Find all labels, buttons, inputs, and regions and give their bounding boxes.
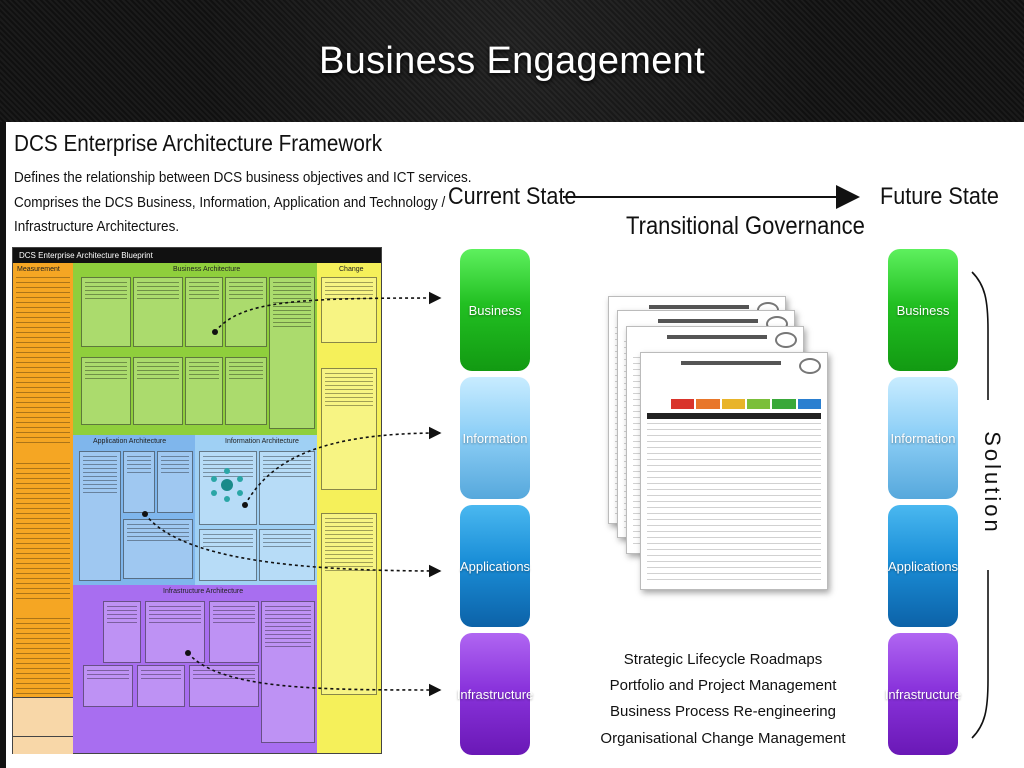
governance-document-4 — [640, 352, 828, 590]
future-infrastructure-box: Infrastructure — [885, 633, 961, 755]
governance-item-4: Organisational Change Management — [600, 730, 846, 747]
current-business-box: Business — [460, 249, 530, 371]
infrastructure-architecture-zone: Infrastructure Architecture — [73, 585, 317, 753]
blueprint-header: DCS Enterprise Architecture Blueprint — [13, 248, 381, 263]
application-architecture-label: Application Architecture — [93, 438, 167, 445]
architecture-blueprint: DCS Enterprise Architecture Blueprint Me… — [12, 247, 382, 754]
solution-label: Solution — [979, 431, 1005, 535]
information-architecture-label: Information Architecture — [225, 438, 299, 445]
governance-item-1: Strategic Lifecycle Roadmaps — [623, 651, 823, 668]
future-business-box: Business — [888, 249, 958, 371]
title-bar — [0, 0, 1024, 122]
current-state-label: Current State — [448, 183, 577, 210]
business-architecture-zone: Business Architecture — [73, 263, 317, 435]
application-architecture-zone: Application Architecture — [73, 435, 195, 585]
change-label: Change — [339, 266, 364, 273]
data-hub-icon — [211, 468, 243, 502]
future-information-box: Information — [888, 377, 958, 499]
business-architecture-label: Business Architecture — [173, 266, 241, 273]
framework-heading: DCS Enterprise Architecture Framework — [14, 130, 383, 156]
future-applications-box: Applications — [888, 505, 958, 627]
current-information-box: Information — [460, 377, 530, 499]
infrastructure-architecture-label: Infrastructure Architecture — [163, 588, 244, 595]
transitional-governance-label: Transitional Governance — [626, 212, 865, 240]
current-infrastructure-box: Infrastructure — [457, 633, 533, 755]
measurement-label: Measurement — [17, 266, 60, 273]
measurement-zone: Measurement — [13, 263, 73, 736]
change-zone: Change — [317, 263, 381, 753]
governance-item-2: Portfolio and Project Management — [609, 677, 837, 694]
framework-description-line-3: Infrastructure Architectures. — [14, 218, 180, 235]
information-architecture-zone: Information Architecture — [195, 435, 317, 585]
blueprint-title: DCS Enterprise Architecture Blueprint — [19, 251, 153, 260]
current-applications-box: Applications — [460, 505, 530, 627]
slide-title: Business Engagement — [319, 40, 705, 82]
framework-description-line-2: Comprises the DCS Business, Information,… — [14, 194, 446, 211]
framework-description-line-1: Defines the relationship between DCS bus… — [14, 169, 472, 186]
future-state-label: Future State — [880, 183, 999, 210]
roadmap-phase-bar — [671, 399, 821, 409]
governance-item-3: Business Process Re-engineering — [610, 703, 836, 720]
